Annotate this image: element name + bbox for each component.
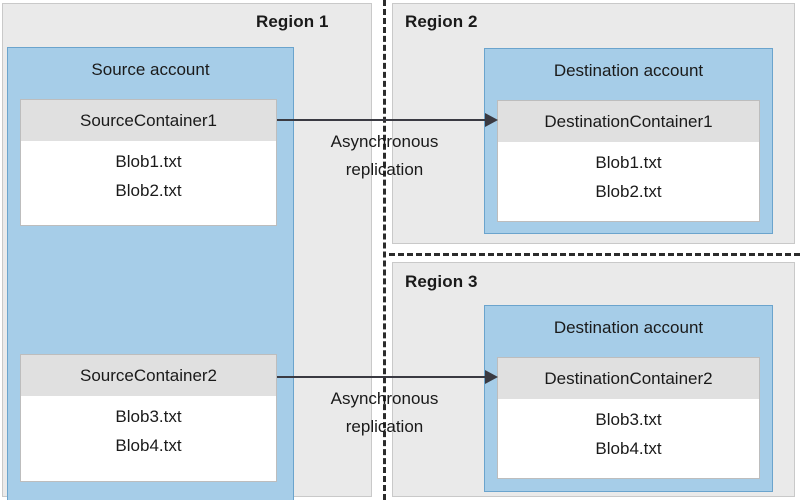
- blob-item: Blob3.txt: [115, 407, 182, 426]
- source-container-1-box[interactable]: SourceContainer1 Blob1.txt Blob2.txt: [20, 99, 277, 226]
- blob-item: Blob1.txt: [595, 153, 662, 172]
- blob-item: Blob1.txt: [115, 152, 182, 171]
- region-horizontal-separator: [389, 253, 800, 256]
- source-container-1-header: SourceContainer1: [21, 100, 276, 141]
- destination-container-1-box[interactable]: DestinationContainer1 Blob1.txt Blob2.tx…: [497, 100, 760, 222]
- arrow-line: [277, 119, 486, 121]
- replication-arrow-1: [277, 112, 498, 128]
- arrow-head-icon: [485, 113, 498, 127]
- blob-item: Blob4.txt: [115, 436, 182, 455]
- replication-arrow-2: [277, 369, 498, 385]
- arrow-label-line-2: replication: [345, 417, 424, 436]
- source-account-title: Source account: [91, 60, 210, 79]
- region-vertical-separator: [383, 0, 386, 500]
- destination-container-1-header: DestinationContainer1: [498, 101, 759, 142]
- arrow-label-line-2: replication: [345, 160, 424, 179]
- destination-account-2-title: Destination account: [553, 318, 704, 337]
- destination-container-2-blob-list: Blob3.txt Blob4.txt: [498, 399, 759, 463]
- destination-account-1-title: Destination account: [553, 61, 704, 80]
- arrow-line: [277, 376, 486, 378]
- blob-item: Blob3.txt: [595, 410, 662, 429]
- blob-item: Blob4.txt: [595, 439, 662, 458]
- arrow-label-line-1: Asynchronous: [330, 132, 439, 151]
- source-container-2-header: SourceContainer2: [21, 355, 276, 396]
- source-container-2-box[interactable]: SourceContainer2 Blob3.txt Blob4.txt: [20, 354, 277, 482]
- region-2-title: Region 2: [405, 12, 478, 31]
- arrow-label-line-1: Asynchronous: [330, 389, 439, 408]
- source-container-2-blob-list: Blob3.txt Blob4.txt: [21, 396, 276, 460]
- blob-item: Blob2.txt: [595, 182, 662, 201]
- replication-arrow-1-label: Asynchronous replication: [277, 128, 492, 184]
- region-1-title: Region 1: [256, 12, 329, 31]
- destination-container-2-header: DestinationContainer2: [498, 358, 759, 399]
- destination-container-2-box[interactable]: DestinationContainer2 Blob3.txt Blob4.tx…: [497, 357, 760, 479]
- replication-arrow-2-label: Asynchronous replication: [277, 385, 492, 441]
- region-3-title: Region 3: [405, 272, 478, 291]
- arrow-head-icon: [485, 370, 498, 384]
- destination-container-1-blob-list: Blob1.txt Blob2.txt: [498, 142, 759, 206]
- source-container-1-blob-list: Blob1.txt Blob2.txt: [21, 141, 276, 205]
- blob-item: Blob2.txt: [115, 181, 182, 200]
